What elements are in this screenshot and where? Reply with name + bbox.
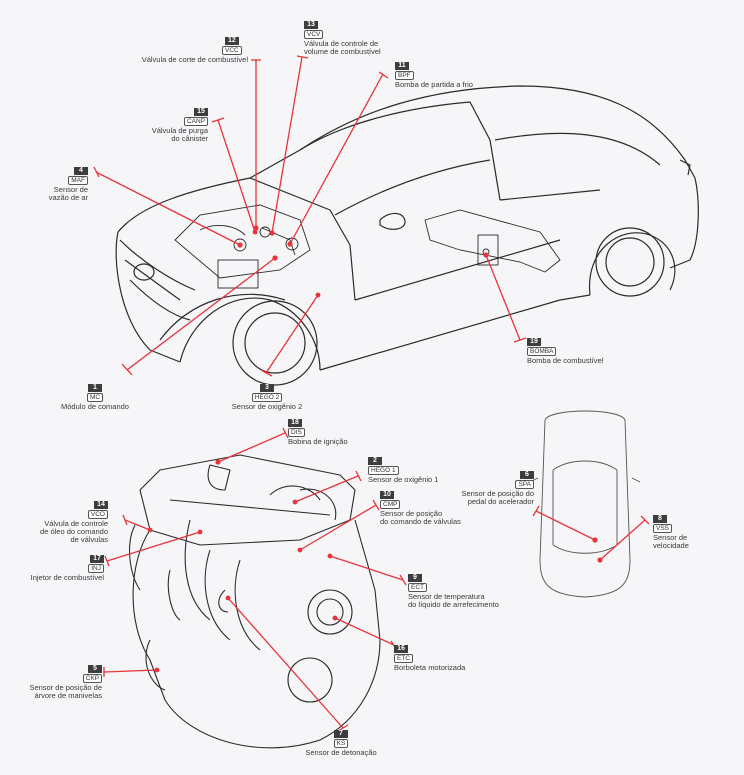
leader-lines: [93, 55, 650, 732]
callout-label: Sensor de posição do pedal do acelerador: [461, 489, 534, 506]
callout-number: 1: [88, 384, 102, 392]
callout-number: 5: [88, 665, 102, 673]
callout-code: ECT: [408, 583, 427, 592]
callout-vco: 14 VCO Válvula de controle de óleo do co…: [38, 500, 108, 544]
callout-code: BOMBA: [527, 347, 557, 356]
fuel-tank: [424, 209, 561, 273]
callout-dis: 18 DIS Bobina de ignição: [288, 418, 348, 446]
callout-number: 13: [304, 21, 318, 29]
callout-spa: 6 SPA Sensor de posição do pedal do acel…: [448, 470, 534, 506]
callout-label: Sensor de temperatura do líquido de arre…: [408, 592, 499, 609]
callout-code: CMP: [380, 500, 401, 509]
callout-label: Módulo de comando: [61, 402, 129, 411]
callout-vcc-label-box: Válvula de corte de combustível: [100, 55, 248, 64]
callout-ks: 7 KS Sensor de detonação: [296, 729, 386, 757]
callout-number: 9: [408, 574, 422, 582]
callout-label: Borboleta motorizada: [394, 663, 466, 672]
callout-code: CKP: [82, 674, 102, 683]
callout-number: 19: [527, 338, 541, 346]
callout-cmp: 10 CMP Sensor de posição do comando de v…: [380, 490, 461, 526]
callout-vcv: 13 VCV Válvula de controle de volume de …: [304, 20, 381, 56]
callout-code: VCC: [222, 46, 242, 55]
callout-label: Sensor de posição de árvore de manivelas: [29, 683, 102, 700]
callout-label: Bomba de combustível: [527, 356, 604, 365]
callout-label: Válvula de purga do cânister: [151, 126, 208, 143]
callout-code: MAF: [68, 176, 88, 185]
callout-bpf: 11 BPF Bomba de partida a frio: [395, 61, 473, 89]
callout-number: 18: [288, 419, 302, 427]
callout-number: 10: [380, 491, 394, 499]
callout-number: 12: [224, 37, 239, 45]
callout-vss: 8 VSS Sensor de velocidade: [653, 514, 689, 550]
callout-label: Sensor de posição do comando de válvulas: [380, 509, 461, 526]
callout-code: CANP: [183, 117, 208, 126]
callout-label: Válvula de controle de volume de combust…: [304, 39, 381, 56]
callout-etc: 16 ETC Borboleta motorizada: [394, 644, 465, 672]
callout-number: 2: [368, 457, 382, 465]
callout-ckp: 5 CKP Sensor de posição de árvore de man…: [22, 664, 102, 700]
callout-code: HEGO 1: [368, 466, 399, 475]
callout-number: 4: [74, 167, 88, 175]
callout-number: 3: [260, 384, 274, 392]
callout-label: Sensor de velocidade: [653, 533, 689, 550]
callout-number: 15: [194, 108, 208, 116]
callout-label: Válvula de corte de combustível: [141, 55, 248, 64]
callout-number: 11: [395, 62, 409, 70]
top-view-car: [529, 410, 641, 598]
callout-code: VCV: [304, 30, 324, 39]
callout-code: SPA: [515, 480, 534, 489]
callout-number: 17: [90, 555, 104, 563]
callout-code: VSS: [653, 524, 673, 533]
callout-code: BPF: [395, 71, 414, 80]
engine-bay: [174, 204, 311, 289]
callout-code: HEGO 2: [251, 393, 283, 402]
callout-vcc: 12 VCC: [222, 36, 242, 55]
callout-label: Sensor de oxigênio 2: [231, 402, 303, 411]
callout-label: Válvula de controle de óleo do comando d…: [40, 519, 108, 544]
component-markers: [147, 225, 603, 673]
callout-number: 7: [334, 730, 348, 738]
callout-ect: 9 ECT Sensor de temperatura do líquido d…: [408, 573, 499, 609]
callout-code: DIS: [288, 428, 305, 437]
callout-inj: 17 INJ Injetor de combustível: [30, 554, 104, 582]
callout-code: MC: [86, 393, 104, 402]
callout-label: Sensor de detonação: [305, 748, 377, 757]
callout-code: ETC: [394, 654, 413, 663]
callout-mc: 1 MC Módulo de comando: [50, 383, 140, 411]
callout-label: Bomba de partida a frio: [395, 80, 473, 89]
callout-code: VCO: [87, 510, 108, 519]
callout-hego1: 2 HEGO 1 Sensor de oxigênio 1: [368, 456, 438, 484]
callout-number: 14: [94, 501, 108, 509]
callout-label: Sensor de vazão de ar: [48, 185, 88, 202]
callout-bomba: 19 BOMBA Bomba de combustível: [527, 337, 603, 365]
callout-number: 8: [653, 515, 667, 523]
callout-hego2: 3 HEGO 2 Sensor de oxigênio 2: [222, 383, 312, 411]
callout-label: Injetor de combustível: [30, 573, 104, 582]
car-outline: [115, 85, 699, 386]
callout-label: Sensor de oxigênio 1: [368, 475, 439, 484]
callout-number: 6: [520, 471, 534, 479]
callout-canp: 15 CANP Válvula de purga do cânister: [110, 107, 208, 143]
engine-outline: [129, 454, 381, 749]
callout-code: INJ: [88, 564, 104, 573]
callout-number: 16: [394, 645, 408, 653]
callout-code: KS: [333, 739, 349, 748]
callout-maf: 4 MAF Sensor de vazão de ar: [20, 166, 88, 202]
callout-label: Bobina de ignição: [288, 437, 348, 446]
